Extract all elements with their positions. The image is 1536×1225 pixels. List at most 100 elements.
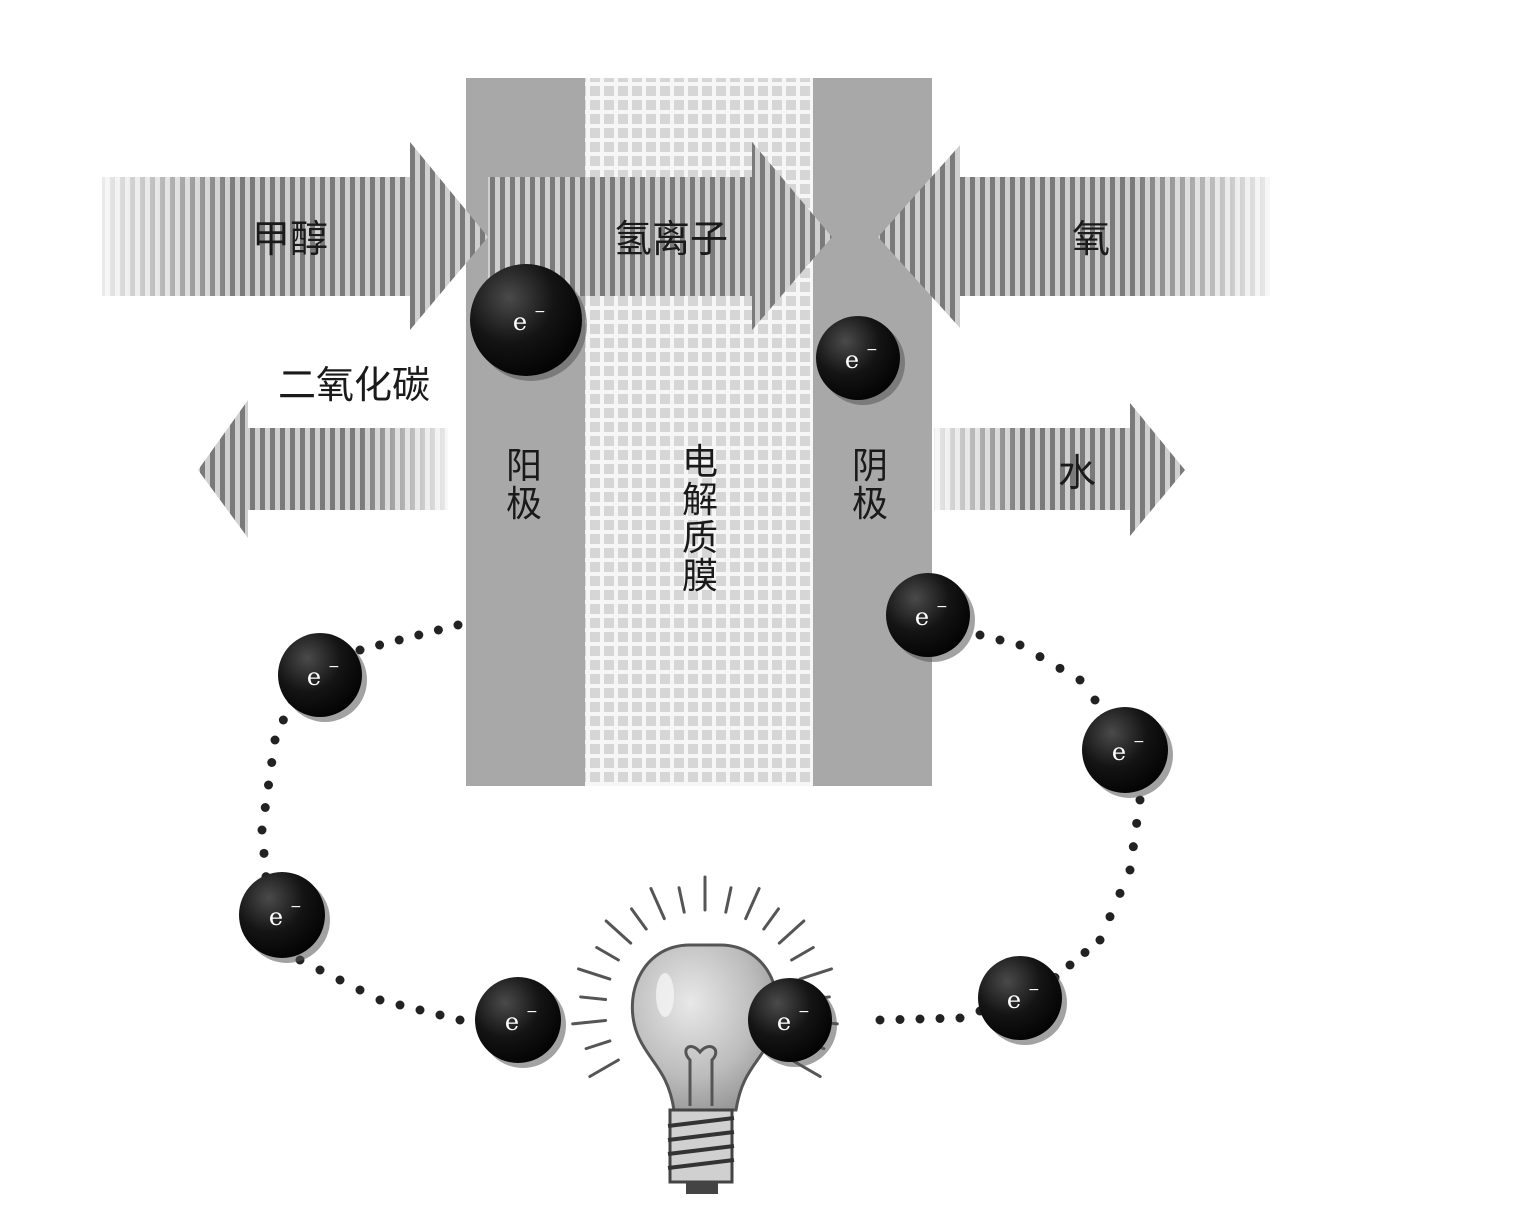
carbon-dioxide-arrow — [198, 400, 448, 538]
electrons: e−e−e−e−e−e−e−e−e− — [239, 264, 1173, 1068]
svg-text:e: e — [513, 308, 527, 336]
bulb-ray — [604, 919, 633, 945]
oxygen-arrow — [878, 145, 1270, 328]
electron: e− — [886, 573, 975, 662]
hydrogen-ion-arrow — [488, 142, 832, 330]
circuit-dot — [315, 965, 325, 975]
electron: e− — [278, 633, 367, 722]
electrolyte-membrane-label: 电解质膜 — [682, 442, 718, 597]
bulb-ray — [724, 886, 733, 914]
circuit-dot — [975, 630, 985, 640]
bulb-ray — [744, 886, 761, 921]
circuit-dot — [259, 848, 269, 858]
circuit-dot — [955, 1013, 965, 1023]
bulb-ray — [630, 907, 648, 931]
svg-text:−: − — [1133, 734, 1145, 750]
hydrogen-ion-label: 氢离子 — [614, 217, 728, 261]
circuit-dot — [278, 715, 288, 725]
svg-text:e: e — [307, 663, 321, 691]
carbon-dioxide-label: 二氧化碳 — [278, 363, 430, 407]
methanol-arrow — [102, 142, 488, 330]
circuit-dot — [1095, 935, 1105, 945]
water-arrow — [934, 403, 1185, 536]
svg-text:−: − — [534, 304, 546, 320]
circuit-dot — [257, 825, 267, 835]
bulb-ray — [798, 967, 833, 981]
circuit-dot — [260, 803, 270, 812]
bulb-ray — [571, 1018, 608, 1026]
circuit-dot — [875, 1015, 885, 1025]
circuit-dot — [267, 758, 277, 767]
svg-text:−: − — [798, 1004, 810, 1020]
circuit-dot — [1055, 663, 1065, 673]
circuit-dot — [415, 1005, 425, 1015]
electron: e− — [470, 264, 587, 381]
circuit-dot — [375, 640, 385, 650]
circuit-dot — [455, 1015, 465, 1025]
electron: e− — [475, 977, 566, 1068]
circuit-dot — [1080, 948, 1090, 957]
bulb-ray — [595, 946, 620, 962]
circuit-dot — [395, 1000, 405, 1010]
cathode-region — [813, 78, 932, 786]
anode-label: 阳极 — [506, 446, 542, 525]
circuit-dot — [1090, 695, 1100, 705]
circuit-dot — [355, 645, 365, 655]
methanol-label: 甲醇 — [252, 217, 328, 261]
circuit-dot — [1075, 675, 1085, 685]
water-label: 水 — [1058, 451, 1096, 495]
circuit-dot — [895, 1015, 905, 1024]
circuit-dot — [995, 635, 1005, 645]
circuit-dot — [1132, 818, 1142, 828]
circuit-dot — [1065, 960, 1075, 970]
circuit-dot — [935, 1014, 945, 1023]
circuit-dot — [435, 1010, 445, 1020]
circuit-dot — [355, 985, 365, 995]
bulb-ray — [762, 907, 780, 931]
circuit-dot — [1128, 842, 1138, 852]
circuit-dot — [1135, 795, 1145, 805]
svg-text:−: − — [290, 899, 302, 915]
svg-text:e: e — [777, 1008, 791, 1036]
svg-text:e: e — [845, 346, 859, 374]
circuit-dot — [270, 735, 280, 745]
circuit-dot — [453, 620, 463, 630]
bulb-ray — [677, 886, 686, 914]
circuit-dot — [1115, 888, 1125, 898]
circuit-dot — [1035, 652, 1045, 662]
bulb-ray — [579, 995, 608, 1002]
circuit-dot — [915, 1014, 925, 1024]
svg-text:e: e — [915, 603, 929, 631]
circuit-dot — [264, 780, 273, 790]
bulb-ray — [790, 946, 815, 962]
svg-text:e: e — [1112, 738, 1126, 766]
bulb-ray — [777, 919, 806, 945]
electron: e− — [239, 872, 330, 963]
light-bulb-icon — [571, 875, 839, 1194]
svg-text:−: − — [866, 342, 878, 358]
electron: e− — [816, 316, 905, 405]
bulb-ray — [584, 1039, 612, 1051]
oxygen-label: 氧 — [1072, 217, 1110, 261]
electron: e− — [748, 978, 837, 1067]
cathode-label: 阴极 — [852, 446, 888, 525]
svg-text:e: e — [1007, 986, 1021, 1014]
svg-text:e: e — [269, 903, 283, 931]
electron: e− — [1082, 707, 1173, 798]
svg-text:−: − — [526, 1004, 538, 1020]
svg-text:e: e — [505, 1008, 519, 1036]
bulb-ray — [649, 886, 666, 921]
circuit-dot — [433, 625, 443, 635]
circuit-dot — [1015, 640, 1025, 650]
circuit-dot — [335, 975, 345, 985]
circuit-dot — [394, 635, 404, 645]
electron: e− — [978, 956, 1067, 1045]
bulb-ray — [577, 967, 612, 981]
circuit-dot — [414, 630, 424, 640]
circuit-dot — [1125, 865, 1135, 875]
circuit-dot — [1105, 912, 1115, 922]
circuit-dot — [375, 995, 385, 1005]
bulb-ray — [588, 1058, 620, 1078]
svg-text:−: − — [328, 659, 340, 675]
